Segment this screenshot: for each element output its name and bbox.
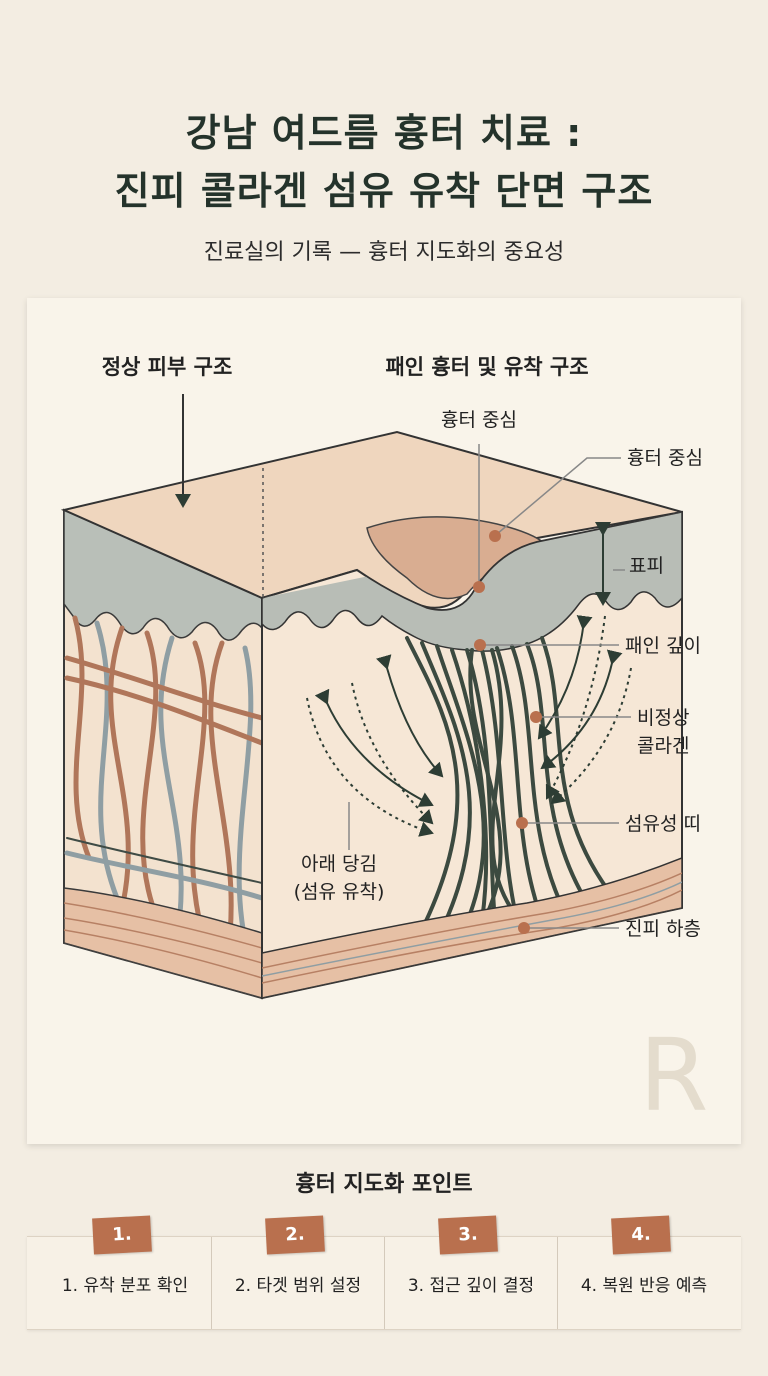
label-fibrous-band: 섬유성 띠 [625,813,701,835]
point-item: 3. 3. 접근 깊이 결정 [384,1215,557,1329]
label-pulldown-1: 아래 당김 [301,853,377,875]
marker-scar-center-bottom [473,581,485,593]
point-text: 1. 유착 분포 확인 [61,1276,189,1296]
normal-skin-heading: 정상 피부 구조 [102,355,233,379]
page-subtitle: 진료실의 기록 — 흉터 지도화의 중요성 [203,240,565,265]
marker-abnormal-collagen [530,711,542,723]
point-item: 2. 2. 타겟 범위 설정 [211,1215,384,1329]
label-lower-dermis: 진피 하층 [625,918,701,940]
points-title: 흉터 지도화 포인트 [295,1172,473,1197]
point-item: 1. 1. 유착 분포 확인 [39,1215,211,1329]
marker-depression-depth [474,639,486,651]
page-title-line-1: 강남 여드름 흉터 치료 : [185,111,583,155]
diagram-card: R [27,298,741,1144]
point-badge: 4. [611,1215,671,1255]
point-item: 4. 4. 복원 반응 예측 [557,1215,730,1329]
point-badge: 1. [92,1215,152,1255]
scar-structure-heading: 패인 흉터 및 유착 구조 [385,355,588,379]
point-text: 3. 접근 깊이 결정 [407,1276,535,1296]
label-scar-center-right: 흉터 중심 [627,447,703,469]
label-pulldown-2: (섬유 유착) [294,881,385,903]
watermark-logo: R [639,1017,708,1134]
marker-lower-dermis [518,922,530,934]
label-depression-depth: 패인 깊이 [625,635,701,657]
point-text: 2. 타겟 범위 설정 [234,1276,362,1296]
label-abnormal-collagen-1: 비정상 [637,707,689,729]
point-badge: 3. [438,1215,498,1255]
normal-skin-block [63,508,263,1000]
page-title-line-2: 진피 콜라겐 섬유 유착 단면 구조 [114,169,654,213]
label-epidermis: 표피 [629,555,664,577]
point-text: 4. 복원 반응 예측 [580,1276,708,1296]
label-abnormal-collagen-2: 콜라겐 [637,735,689,757]
label-scar-center-top: 흉터 중심 [441,409,517,431]
point-badge: 2. [265,1215,325,1255]
skin-cross-section-diagram: R [60,355,708,1134]
points-bar: 1. 1. 유착 분포 확인 2. 2. 타겟 범위 설정 3. 3. 접근 깊… [27,1215,741,1330]
marker-scar-center-surface [489,530,501,542]
scar-skin-block [261,510,683,1000]
marker-fibrous-band [516,817,528,829]
